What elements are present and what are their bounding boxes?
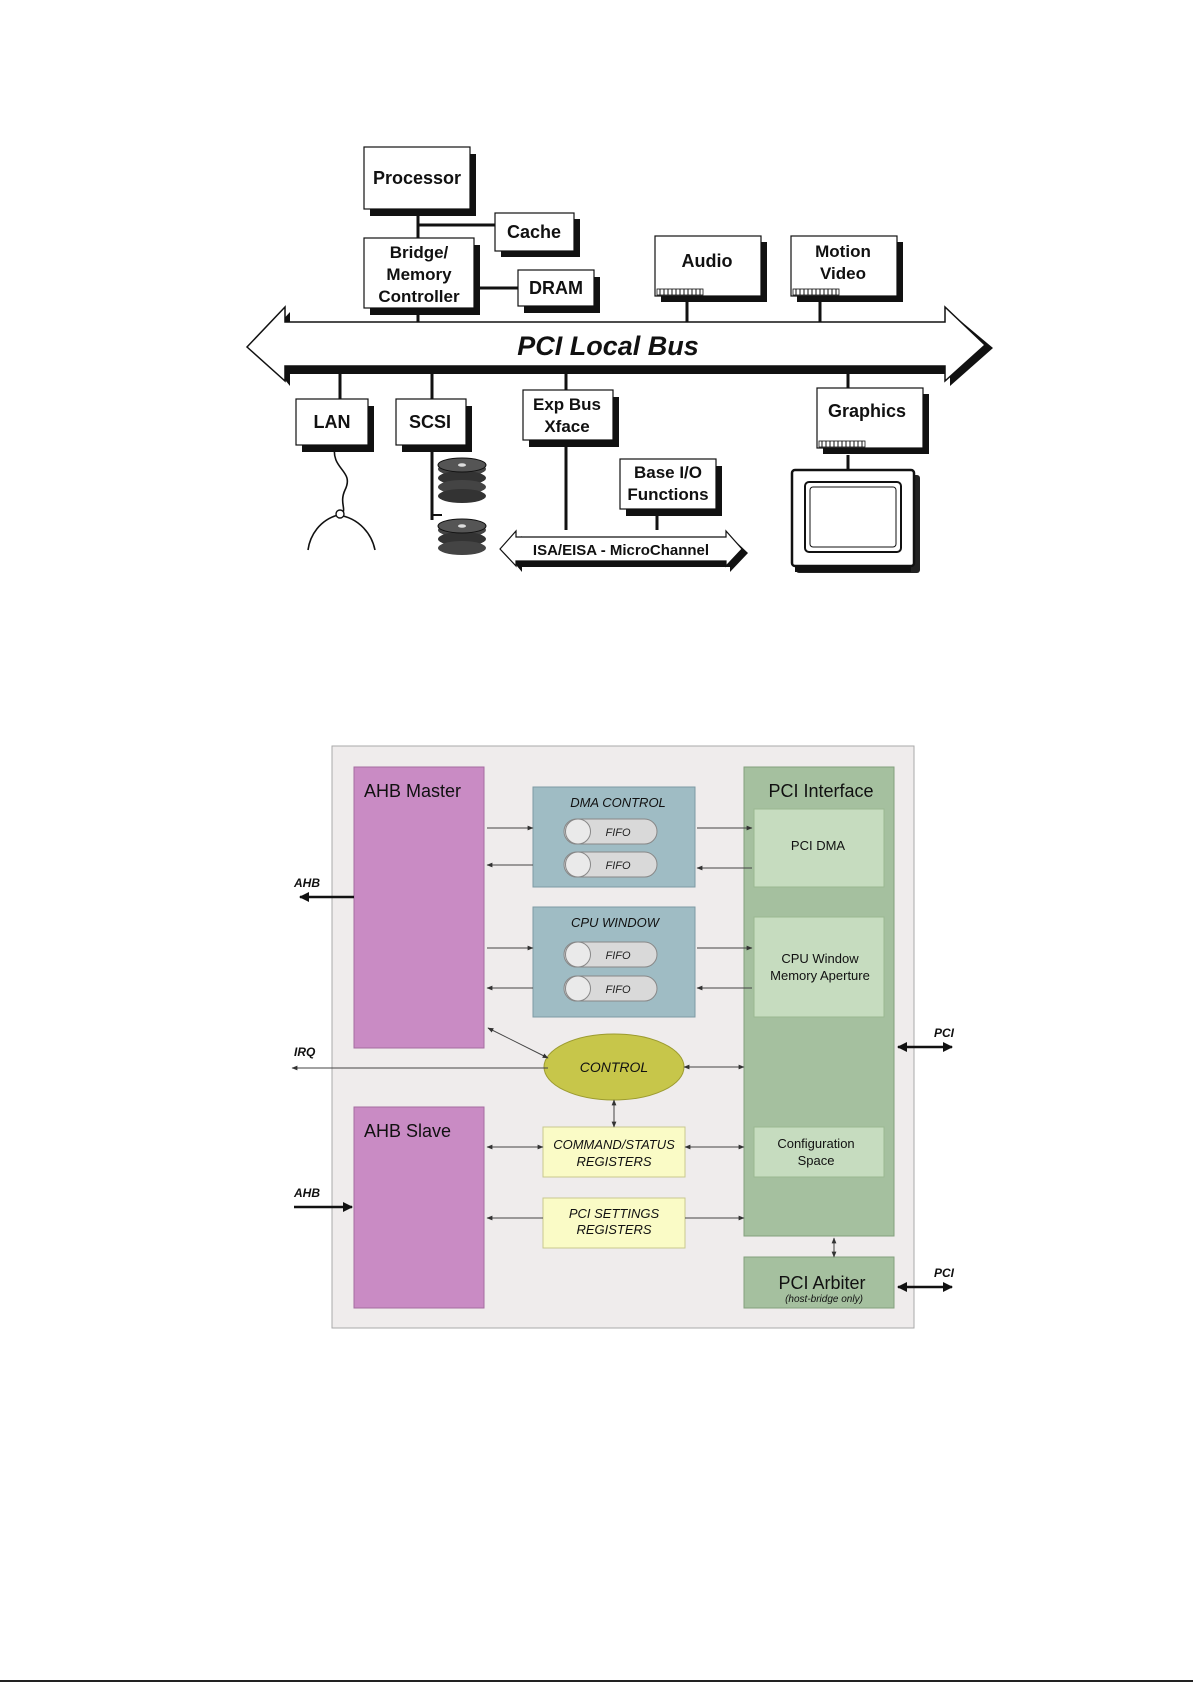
audio-label: Audio [682, 251, 733, 271]
dma-control-label: DMA CONTROL [570, 795, 666, 810]
base-io-label-line2: Functions [627, 485, 708, 504]
dma-fifo-in: FIFO [563, 818, 658, 845]
pci-dma-label: PCI DMA [791, 838, 846, 853]
cmd-status-label-line2: REGISTERS [576, 1154, 651, 1169]
cmd-status-label-line1: COMMAND/STATUS [553, 1137, 675, 1152]
dma-fifo-in-label: FIFO [605, 827, 630, 839]
control-label: CONTROL [580, 1059, 648, 1075]
pci-arbiter-label: PCI Arbiter [778, 1273, 865, 1293]
cpu-fifo-out-label: FIFO [605, 984, 630, 996]
pci-dma-block: PCI DMA [753, 808, 885, 888]
external-ahb-bottom: AHB [293, 1186, 353, 1212]
exp-bus-xface-box: Exp Bus Xface [522, 389, 619, 447]
pci-interface-label: PCI Interface [768, 781, 873, 801]
exp-bus-label-line2: Xface [544, 417, 589, 436]
graphics-card: Graphics [816, 387, 929, 454]
lan-box: LAN [295, 398, 374, 452]
ahb-slave-block: AHB Slave [353, 1106, 485, 1309]
bridge-memory-controller-box: Bridge/ Memory Controller [363, 237, 480, 315]
ahb-master-block: AHB Master [353, 766, 485, 1049]
pci-system-diagram: PCI Local Bus ISA/EISA - MicroChannel Pr… [245, 146, 993, 573]
exp-bus-label-line1: Exp Bus [533, 395, 601, 414]
dram-label: DRAM [529, 278, 583, 298]
external-irq: IRQ [294, 1045, 316, 1059]
dma-control-block: DMA CONTROL FIFO FIFO [532, 786, 696, 888]
pci-settings-label-line1: PCI SETTINGS [569, 1206, 660, 1221]
graphics-label: Graphics [828, 401, 906, 421]
audio-connector-pins [656, 288, 704, 296]
pci-settings-label-line2: REGISTERS [576, 1222, 651, 1237]
dma-fifo-out-label: FIFO [605, 860, 630, 872]
pci-arbiter-block: PCI Arbiter (host-bridge only) [743, 1256, 895, 1309]
external-pci-bottom: PCI [897, 1266, 955, 1292]
monitor-icon [790, 468, 920, 573]
cpu-window-label: CPU WINDOW [571, 915, 661, 930]
cpu-window-mem-label-line1: CPU Window [781, 951, 859, 966]
ahb-pci-bridge-diagram: AHB Master AHB Slave DMA CONTROL FIFO FI… [291, 745, 955, 1329]
base-io-functions-box: Base I/O Functions [619, 458, 722, 516]
ahb-master-label: AHB Master [364, 781, 461, 801]
isa-eisa-bus-label: ISA/EISA - MicroChannel [533, 542, 709, 559]
pci-settings-registers-block: PCI SETTINGS REGISTERS [542, 1197, 686, 1249]
cache-box: Cache [494, 212, 580, 257]
disk-stack-icon [431, 452, 487, 555]
processor-box: Processor [363, 146, 476, 216]
cpu-window-mem-label-line2: Memory Aperture [770, 968, 870, 983]
external-ahb-top: AHB [293, 876, 354, 902]
network-cable-icon [307, 444, 376, 551]
pci-local-bus: PCI Local Bus [245, 305, 993, 386]
ext-ahb-bottom-label: AHB [293, 1186, 320, 1200]
page-bottom-rule [0, 1680, 1193, 1682]
pci-local-bus-label: PCI Local Bus [517, 331, 699, 361]
scsi-label: SCSI [409, 412, 451, 432]
external-pci-top: PCI [897, 1026, 955, 1052]
processor-label: Processor [373, 168, 461, 188]
audio-card: Audio [654, 235, 767, 302]
motion-video-label-line2: Video [820, 264, 866, 283]
isa-eisa-bus: ISA/EISA - MicroChannel [499, 529, 748, 572]
control-block: CONTROL [543, 1033, 685, 1101]
pci-arbiter-note: (host-bridge only) [785, 1294, 863, 1305]
ext-pci-bottom-label: PCI [934, 1266, 955, 1280]
motion-video-label-line1: Motion [815, 242, 871, 261]
bridge-label-line1: Bridge/ [390, 243, 449, 262]
base-io-label-line1: Base I/O [634, 463, 702, 482]
configuration-space-block: Configuration Space [753, 1126, 885, 1178]
cache-label: Cache [507, 222, 561, 242]
dma-fifo-out: FIFO [563, 851, 658, 878]
graphics-connector-pins [818, 440, 866, 448]
cpu-window-memory-aperture-block: CPU Window Memory Aperture [753, 916, 885, 1018]
motion-video-card: Motion Video [790, 235, 903, 302]
bridge-label-line2: Memory [386, 265, 452, 284]
ext-ahb-top-label: AHB [293, 876, 320, 890]
motion-video-connector-pins [792, 288, 840, 296]
cpu-fifo-in-label: FIFO [605, 950, 630, 962]
dram-box: DRAM [517, 269, 600, 313]
bridge-label-line3: Controller [378, 287, 460, 306]
config-space-label-line2: Space [798, 1153, 835, 1168]
ext-irq-label: IRQ [294, 1045, 316, 1059]
pci-interface-block: PCI Interface PCI DMA CPU Window Memory … [743, 766, 895, 1237]
scsi-box: SCSI [395, 398, 472, 452]
config-space-label-line1: Configuration [777, 1136, 854, 1151]
cpu-window-block: CPU WINDOW FIFO FIFO [532, 906, 696, 1018]
ext-pci-top-label: PCI [934, 1026, 955, 1040]
lan-label: LAN [314, 412, 351, 432]
ahb-slave-label: AHB Slave [364, 1121, 451, 1141]
internal-arrows [291, 825, 837, 1258]
cpu-fifo-in: FIFO [563, 941, 658, 968]
cpu-fifo-out: FIFO [563, 975, 658, 1002]
command-status-registers-block: COMMAND/STATUS REGISTERS [542, 1126, 686, 1178]
